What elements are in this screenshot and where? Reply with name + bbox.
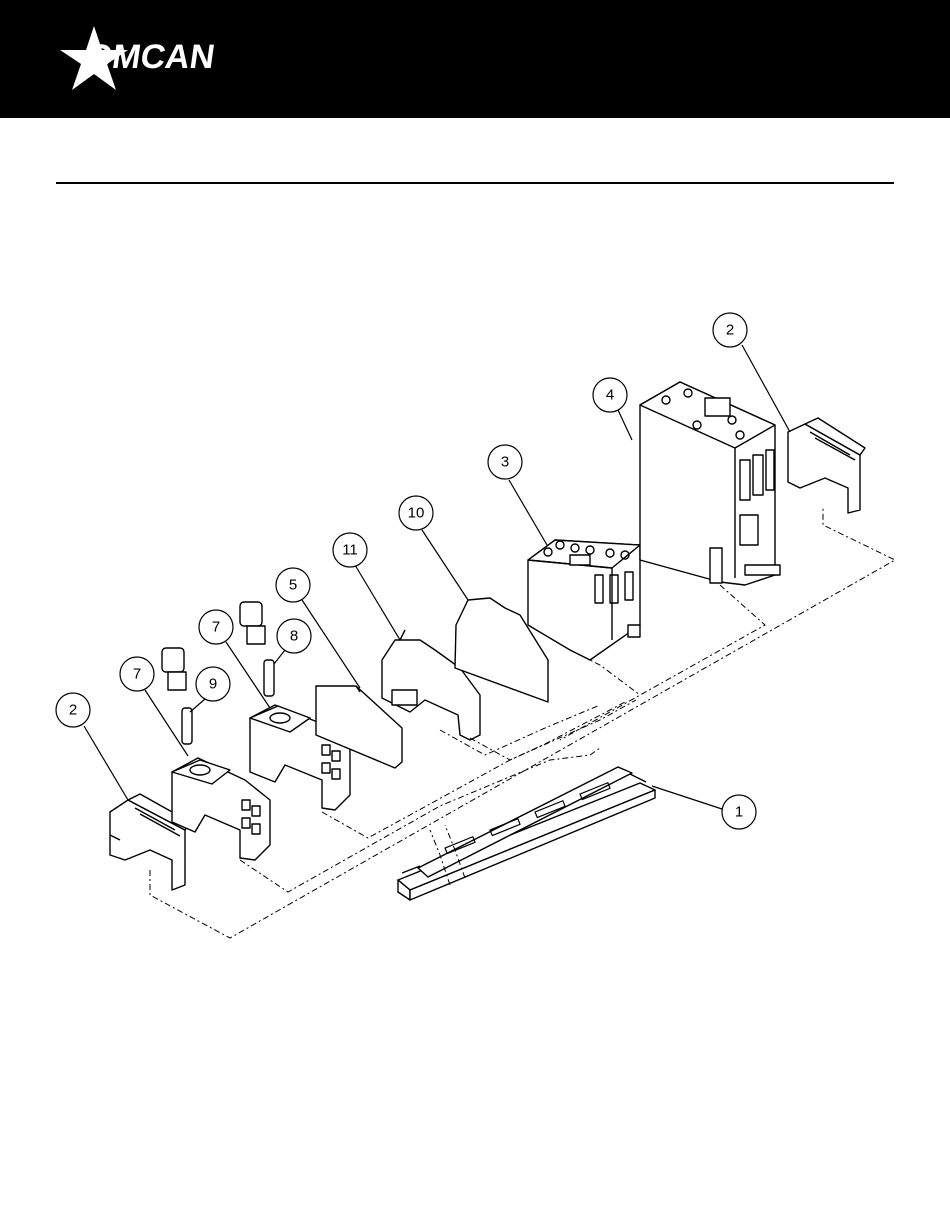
callout-1-label: 1 bbox=[735, 804, 743, 821]
callout-9-label: 9 bbox=[209, 676, 217, 693]
fuse-8 bbox=[264, 660, 274, 696]
callout-5-label: 5 bbox=[289, 577, 297, 594]
callout-2-right-label: 2 bbox=[726, 322, 734, 339]
contactor-4 bbox=[640, 382, 780, 585]
din-rail bbox=[398, 767, 655, 900]
end-clamp-right bbox=[788, 418, 865, 513]
callout-7-left-label: 7 bbox=[133, 666, 141, 683]
fuse-cap-b bbox=[240, 602, 265, 644]
fuse-9 bbox=[182, 708, 192, 744]
callout-7-right-label: 7 bbox=[212, 619, 220, 636]
contactor-3 bbox=[528, 540, 640, 660]
callout-8-label: 8 bbox=[290, 628, 298, 645]
callout-11-label: 11 bbox=[342, 542, 358, 559]
callout-10-label: 10 bbox=[408, 505, 425, 522]
callout-4-label: 4 bbox=[606, 387, 614, 404]
callout-3-label: 3 bbox=[501, 454, 509, 471]
callout-2-left-label: 2 bbox=[69, 702, 77, 719]
fuse-cap-a bbox=[162, 648, 186, 690]
